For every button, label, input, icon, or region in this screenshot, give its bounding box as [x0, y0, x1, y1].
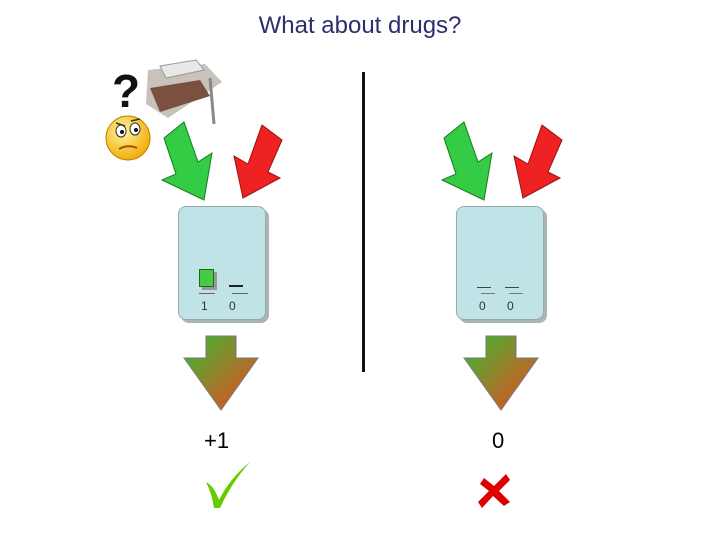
left-result: +1 — [204, 428, 230, 453]
left-counter-a: 1 — [201, 299, 208, 313]
right-slot-b-line — [505, 287, 519, 288]
confused-face-icon — [105, 115, 151, 161]
left-green-arrow — [160, 121, 213, 201]
right-green-arrow — [440, 121, 493, 201]
right-slot-a-line — [477, 287, 491, 288]
right-slot-a-underline — [481, 293, 495, 294]
left-slot-b-underline — [232, 293, 248, 294]
center-divider — [362, 72, 365, 372]
left-green-block — [199, 269, 214, 287]
right-slot-b-underline — [509, 293, 523, 294]
drug-image — [146, 59, 222, 125]
checkmark-icon — [206, 462, 250, 508]
left-slot-a-line — [199, 293, 215, 294]
slide-title: What about drugs? — [258, 12, 462, 39]
left-counter-b: 0 — [229, 299, 236, 313]
left-slot-b-line — [229, 285, 243, 287]
left-neuron-box: 1 0 — [178, 206, 266, 320]
question-mark: ? — [112, 65, 141, 117]
left-output-arrow — [183, 335, 259, 411]
right-result: 0 — [492, 428, 505, 453]
left-red-arrow — [233, 124, 283, 199]
right-neuron-box: 0 0 — [456, 206, 544, 320]
right-counter-a: 0 — [479, 299, 486, 313]
right-counter-b: 0 — [507, 299, 514, 313]
right-output-arrow — [463, 335, 539, 411]
cross-icon — [478, 474, 510, 508]
right-red-arrow — [513, 124, 563, 199]
